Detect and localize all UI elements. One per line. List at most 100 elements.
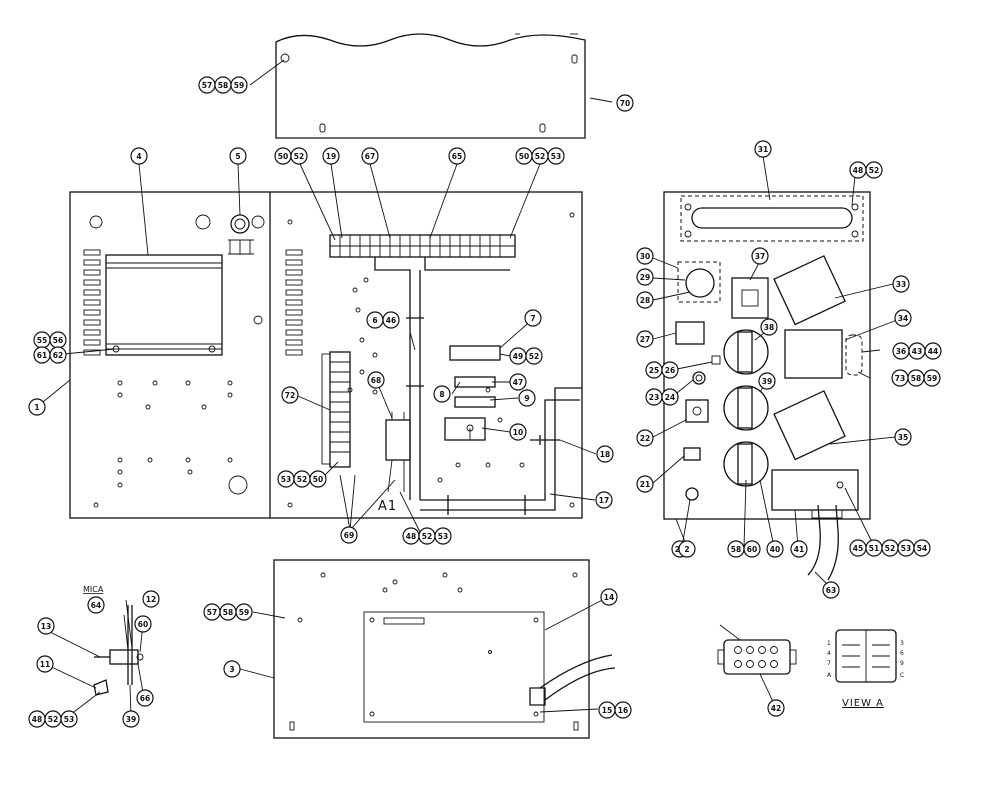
callout-19: 19 xyxy=(322,147,340,165)
callout-52: 52 xyxy=(290,147,308,165)
svg-text:9: 9 xyxy=(524,394,529,403)
svg-text:49: 49 xyxy=(513,352,523,361)
callout-3: 3 xyxy=(223,660,241,678)
callout-51: 51 xyxy=(865,539,883,557)
svg-text:46: 46 xyxy=(386,316,396,325)
callout-47: 47 xyxy=(509,373,527,391)
svg-text:53: 53 xyxy=(281,475,291,484)
callout-58: 58 xyxy=(214,76,232,94)
svg-text:27: 27 xyxy=(640,335,650,344)
callout-59: 59 xyxy=(923,369,941,387)
pin-label-1: 1 xyxy=(827,640,831,647)
svg-text:59: 59 xyxy=(234,81,244,90)
callout-42: 42 xyxy=(767,699,785,717)
callout-60: 60 xyxy=(743,540,761,558)
terminal-block-vertical xyxy=(321,351,351,468)
svg-text:39: 39 xyxy=(126,715,136,724)
callout-53: 53 xyxy=(277,470,295,488)
svg-text:51: 51 xyxy=(869,544,879,553)
mount-holes-left xyxy=(93,380,233,508)
svg-text:53: 53 xyxy=(551,152,561,161)
svg-text:62: 62 xyxy=(53,351,63,360)
svg-text:48: 48 xyxy=(32,715,42,724)
callout-30: 30 xyxy=(636,247,654,265)
pin-label-7: 7 xyxy=(827,660,831,667)
callout-24: 24 xyxy=(661,388,679,406)
callout-36: 36 xyxy=(892,342,910,360)
svg-text:52: 52 xyxy=(294,152,304,161)
svg-text:59: 59 xyxy=(239,608,249,617)
callout-49: 49 xyxy=(509,347,527,365)
svg-text:1: 1 xyxy=(34,403,39,412)
svg-text:61: 61 xyxy=(37,351,47,360)
leader-lines xyxy=(37,59,898,719)
svg-text:52: 52 xyxy=(422,532,432,541)
callout-69: 69 xyxy=(340,526,358,544)
svg-text:73: 73 xyxy=(895,374,905,383)
callout-58: 58 xyxy=(907,369,925,387)
svg-text:60: 60 xyxy=(747,545,757,554)
callout-4: 4 xyxy=(130,147,148,165)
svg-text:57: 57 xyxy=(207,608,217,617)
svg-text:11: 11 xyxy=(40,660,50,669)
callout-50: 50 xyxy=(309,470,327,488)
callout-50: 50 xyxy=(515,147,533,165)
callout-57: 57 xyxy=(203,603,221,621)
callout-53: 53 xyxy=(434,527,452,545)
pin-label-a: A xyxy=(827,672,832,679)
svg-text:52: 52 xyxy=(529,352,539,361)
callout-35: 35 xyxy=(894,428,912,446)
callout-29: 29 xyxy=(636,268,654,286)
svg-text:58: 58 xyxy=(731,545,741,554)
svg-text:48: 48 xyxy=(853,166,863,175)
callout-52: 52 xyxy=(531,147,549,165)
callout-13: 13 xyxy=(37,617,55,635)
svg-text:65: 65 xyxy=(452,152,462,161)
callout-62: 62 xyxy=(49,346,67,364)
svg-text:52: 52 xyxy=(48,715,58,724)
svg-text:5: 5 xyxy=(235,152,240,161)
svg-text:57: 57 xyxy=(202,81,212,90)
callout-63: 63 xyxy=(822,581,840,599)
svg-text:15: 15 xyxy=(602,706,612,715)
callout-39: 39 xyxy=(122,710,140,728)
callouts: 70 57 58 59 4 5 50 52 19 67 65 50 52 53 … xyxy=(28,76,942,728)
control-panel-right xyxy=(663,191,871,581)
callout-56: 56 xyxy=(49,331,67,349)
main-back-panel: A1 xyxy=(69,191,583,519)
svg-text:36: 36 xyxy=(896,347,906,356)
svg-text:26: 26 xyxy=(665,366,675,375)
svg-text:58: 58 xyxy=(218,81,228,90)
svg-text:60: 60 xyxy=(138,620,148,629)
bottom-cover-panel xyxy=(273,559,616,739)
callout-52: 52 xyxy=(293,470,311,488)
svg-text:4: 4 xyxy=(136,152,141,161)
pin-label-6: 6 xyxy=(900,650,904,657)
callout-14: 14 xyxy=(600,588,618,606)
callout-21: 21 xyxy=(636,475,654,493)
callout-18: 18 xyxy=(596,445,614,463)
svg-text:29: 29 xyxy=(640,273,650,282)
callout-52: 52 xyxy=(525,347,543,365)
callout-53: 53 xyxy=(60,710,78,728)
pin-label-9: 9 xyxy=(900,660,904,667)
callout-11: 11 xyxy=(36,655,54,673)
wire-harness xyxy=(374,257,582,515)
svg-text:53: 53 xyxy=(64,715,74,724)
louvres-right xyxy=(285,249,303,356)
svg-text:31: 31 xyxy=(758,145,768,154)
callout-1: 1 xyxy=(28,398,46,416)
callout-54: 54 xyxy=(913,539,931,557)
svg-text:40: 40 xyxy=(770,545,780,554)
callout-53: 53 xyxy=(547,147,565,165)
svg-text:58: 58 xyxy=(911,374,921,383)
svg-text:10: 10 xyxy=(513,428,523,437)
callout-17: 17 xyxy=(595,491,613,509)
svg-text:50: 50 xyxy=(313,475,323,484)
svg-text:19: 19 xyxy=(326,152,336,161)
svg-text:53: 53 xyxy=(901,544,911,553)
callout-48: 48 xyxy=(28,710,46,728)
svg-text:64: 64 xyxy=(91,601,101,610)
callout-23: 23 xyxy=(645,388,663,406)
